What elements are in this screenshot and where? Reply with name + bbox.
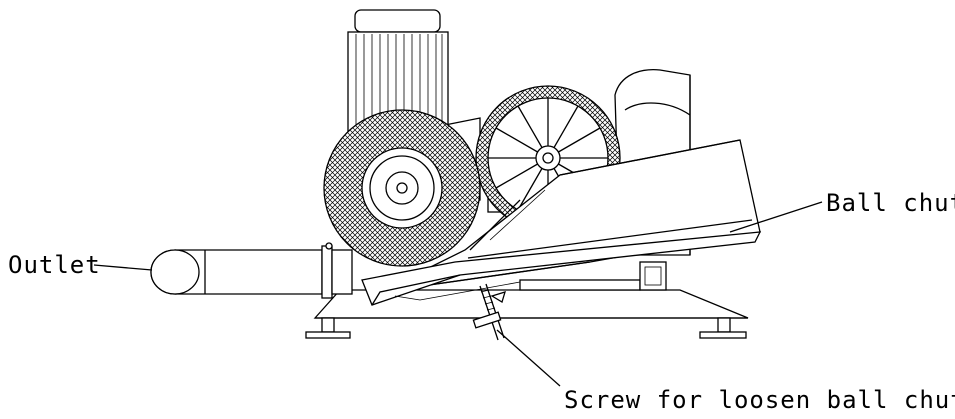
ball-chute <box>361 139 762 306</box>
chute-screw <box>472 283 506 341</box>
base-frame <box>305 261 749 339</box>
outlet-label: Outlet <box>8 251 101 279</box>
screw-label: Screw for loosen ball chute <box>564 386 955 414</box>
right-foot <box>699 317 747 339</box>
left-foot <box>305 317 351 339</box>
outlet-pipe <box>150 242 353 299</box>
leader-lines <box>93 201 823 387</box>
grinding-wheel <box>323 109 481 267</box>
ball-chute-label: Ball chute <box>826 189 955 217</box>
